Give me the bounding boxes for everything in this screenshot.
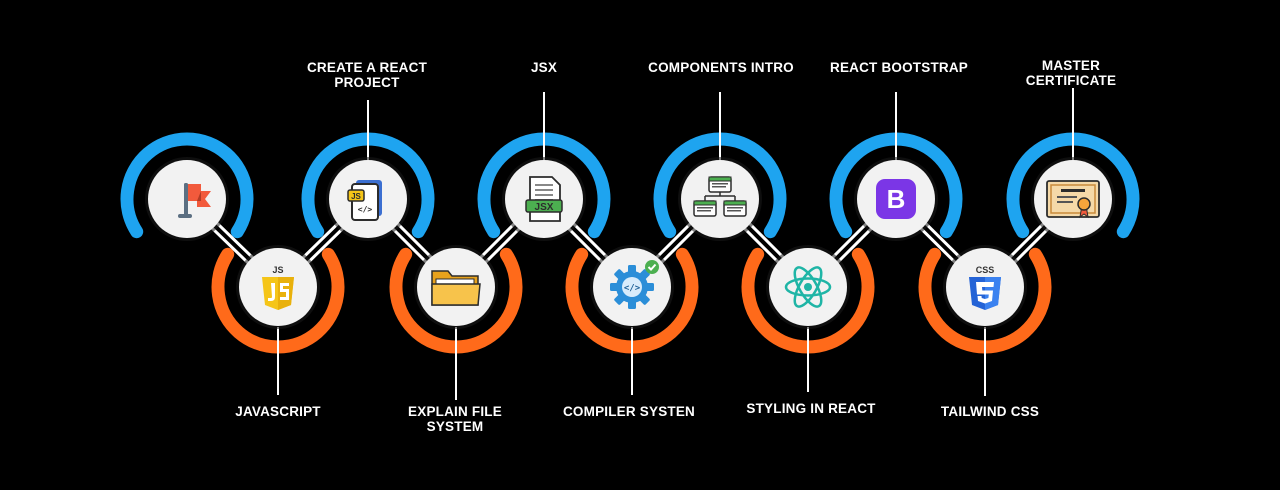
step-label-compiler-system: COMPILER SYSTEN	[562, 404, 695, 419]
code-glyph: </>	[624, 284, 641, 294]
step-node: B	[854, 157, 938, 241]
folder-icon	[431, 270, 481, 306]
bootstrap-letter: B	[887, 184, 906, 214]
css3-icon: CSS	[969, 265, 1001, 310]
step-node: JS	[236, 245, 320, 329]
step-node	[766, 245, 850, 329]
step-label-javascript: JAVASCRIPT	[235, 404, 321, 419]
step-node: CSS	[943, 245, 1027, 329]
js-caption: JS	[272, 265, 283, 275]
step-node: JS </>	[326, 157, 410, 241]
step-label-jsx: JSX	[530, 60, 558, 75]
step-node: JSX	[502, 157, 586, 241]
react-atom-icon	[784, 266, 832, 308]
code-glyph: </>	[358, 205, 373, 214]
js-badge: JS	[351, 192, 361, 201]
node-layer: JS JS </> JSX </> B CSS	[145, 157, 1115, 329]
components-icon	[693, 176, 747, 217]
step-node: </>	[590, 245, 674, 329]
node-circle	[681, 160, 759, 238]
step-node	[1031, 157, 1115, 241]
bootstrap-icon: B	[876, 179, 916, 219]
jsx-file-icon: JSX	[525, 176, 563, 222]
top-ring-arc	[120, 132, 254, 239]
flag-icon	[178, 183, 211, 218]
gear-code-icon: </>	[610, 260, 659, 309]
step-node	[145, 157, 229, 241]
step-label-styling-in-react: STYLING IN REACT	[746, 401, 876, 416]
jsx-badge: JSX	[535, 202, 554, 213]
certificate-icon	[1046, 180, 1100, 219]
step-node	[678, 157, 762, 241]
css-caption: CSS	[976, 265, 995, 275]
step-label-components-intro: COMPONENTS INTRO	[648, 60, 794, 75]
javascript-icon: JS	[262, 265, 294, 310]
step-label-react-bootstrap: REACT BOOTSTRAP	[830, 60, 968, 75]
step-label-master-certificate: MASTER CERTIFICATE	[1025, 58, 1117, 88]
step-label-tailwind-css: TAILWIND CSS	[940, 404, 1040, 419]
js-file-icon: JS </>	[347, 180, 382, 221]
step-label-create-react-project: CREATE A REACT PROJECT	[306, 60, 428, 90]
step-label-explain-file-system: EXPLAIN FILE SYSTEM	[408, 404, 502, 434]
step-node	[414, 245, 498, 329]
